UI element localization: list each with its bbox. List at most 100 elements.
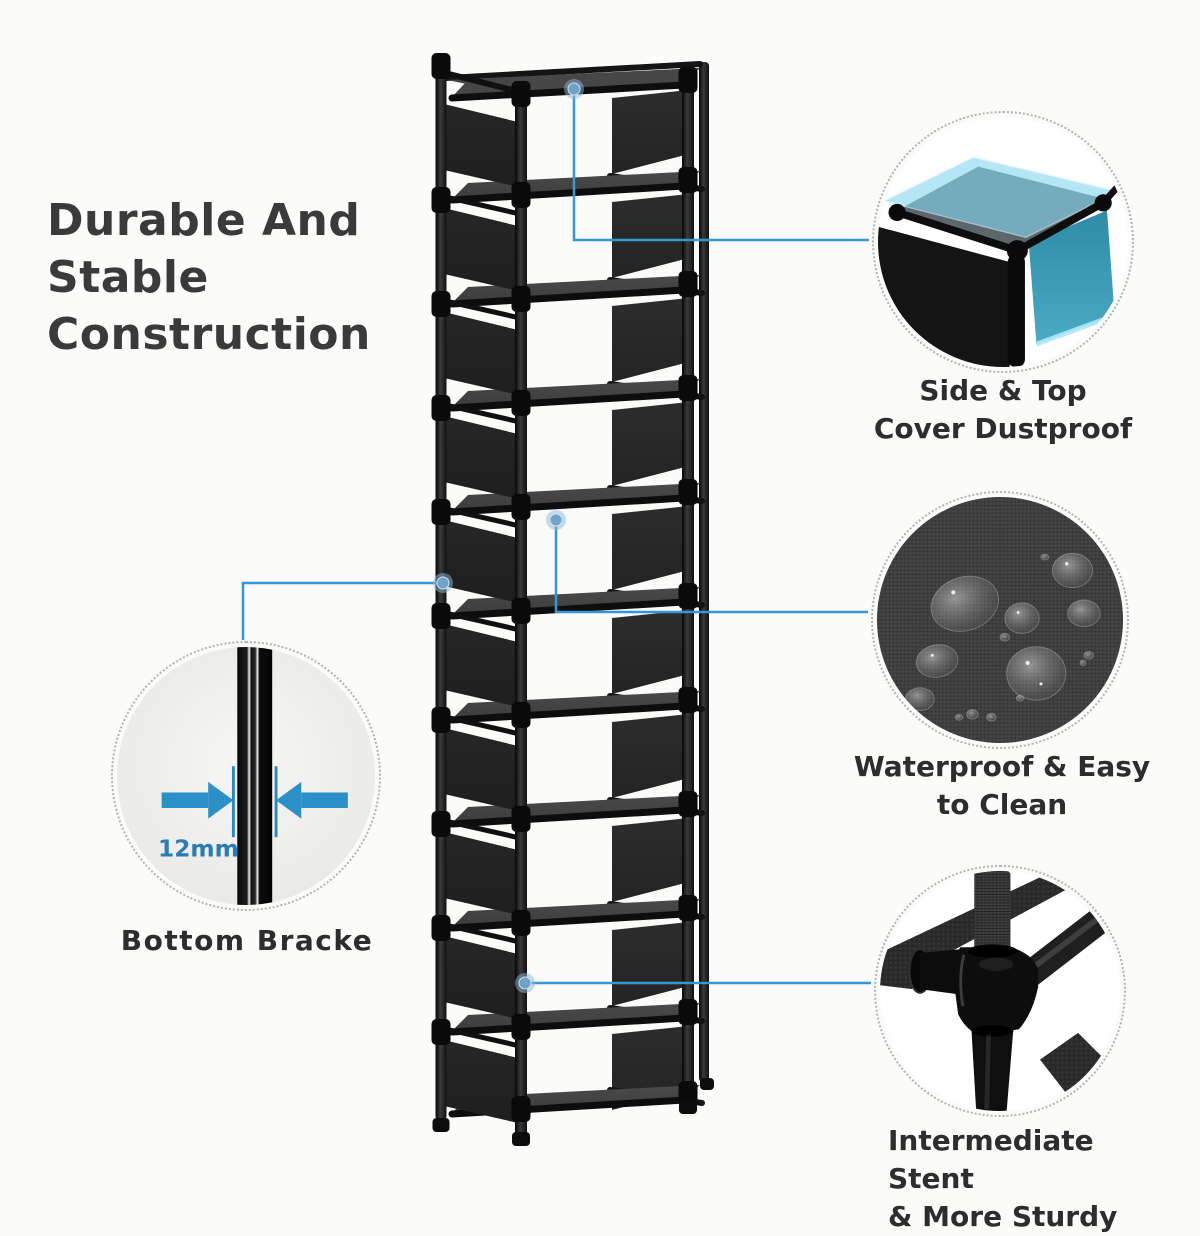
rack-top-rear-rail: [444, 61, 703, 81]
arrow-right-icon: [161, 781, 234, 819]
dimension-callout-label: Bottom Bracke: [120, 924, 374, 957]
rack-connector: [511, 81, 531, 107]
rack-connector: [511, 494, 531, 520]
rack-left-side-panel: [444, 832, 518, 915]
sleeve-highlight: [984, 1034, 991, 1110]
droplet-highlights: [930, 562, 1069, 686]
dimension-value: 12mm: [158, 836, 239, 863]
rack-left-side-panel: [444, 624, 518, 707]
callout-dot: [549, 513, 563, 527]
rack-side-rail: [438, 297, 523, 321]
rack-left-side-panel: [444, 104, 518, 187]
rack-connector: [678, 583, 698, 609]
connector-body: [954, 947, 1039, 1037]
rack-right-side-panel: [612, 90, 689, 174]
fabric-droplets-illustration: [877, 497, 1123, 743]
callout-label-dustproof: Side & Top Cover Dustproof: [857, 372, 1149, 448]
callout-label-waterproof: Waterproof & Easy to Clean: [852, 748, 1152, 824]
caption-line: Intermediate Stent: [888, 1124, 1094, 1196]
water-droplet: [1040, 553, 1050, 561]
rack-left-side-panel: [444, 312, 518, 395]
rack-connector: [511, 910, 531, 936]
caption-line: Side & Top: [919, 374, 1087, 407]
frame-connector-photo: [880, 871, 1120, 1111]
title-line-1: Durable And: [47, 195, 361, 246]
pole-diameter-photo: 12mm: [117, 647, 375, 905]
water-droplet: [1083, 650, 1094, 660]
front-left-tube: [893, 208, 1022, 255]
water-droplet: [966, 709, 979, 720]
rack-side-rail: [438, 193, 523, 217]
rack-shelf-front-tube: [448, 598, 688, 620]
connector-joint-illustration: [880, 871, 1120, 1111]
product-infographic: Durable And Stable Construction: [47, 53, 1152, 1233]
vertical-knurled-pole: [974, 871, 1011, 961]
rack-connector: [678, 67, 698, 93]
left-connector: [888, 203, 906, 222]
pole-diameter-illustration: 12mm: [117, 647, 375, 905]
water-droplet: [915, 644, 959, 678]
pole-photo: [237, 647, 273, 905]
rack-connector: [678, 271, 698, 297]
caption-line: to Clean: [936, 788, 1068, 822]
shoe-rack-product-image: [241, 53, 871, 1146]
callout-circle-dustproof: [872, 111, 1134, 373]
rack-foot: [679, 1100, 697, 1114]
rack-side-rail: [438, 401, 523, 425]
callout-line: [554, 520, 868, 614]
rack-connector: [678, 375, 698, 401]
rack-shelf-front-tube: [448, 910, 688, 932]
rack-connector: [678, 167, 698, 193]
rack-rear-right-pole: [699, 62, 709, 1082]
water-droplet: [1006, 646, 1067, 701]
dimension-callout-circle: 12mm: [111, 641, 381, 911]
caption-line: Cover Dustproof: [873, 412, 1133, 446]
water-droplet: [1004, 602, 1040, 634]
page-title: Durable And Stable Construction: [47, 192, 447, 364]
water-droplet: [905, 687, 935, 712]
water-droplet: [1079, 659, 1087, 667]
title-line-2: Stable: [47, 252, 209, 304]
rack-connector: [511, 598, 531, 624]
water-droplets: [905, 552, 1101, 722]
rack-connector: [511, 286, 531, 312]
rack-connector: [511, 390, 531, 416]
callout-dot: [436, 576, 450, 590]
shelf-corner-cover-illustration: [878, 117, 1128, 367]
rack-connector: [678, 895, 698, 921]
rack-side-rail: [438, 921, 523, 945]
connector-highlight: [959, 954, 966, 1007]
caption-line: & More Sturdy: [888, 1200, 1118, 1234]
rack-connector: [431, 707, 451, 733]
rack-connector: [678, 791, 698, 817]
rack-connector: [678, 999, 698, 1025]
rack-connector: [431, 915, 451, 941]
rack-left-side-panel: [444, 728, 518, 811]
water-droplet: [954, 713, 964, 721]
rack-left-side-panel: [444, 936, 518, 1019]
rack-shelf-front-tube: [448, 182, 688, 204]
water-droplet: [1051, 552, 1093, 589]
rack-side-rail: [438, 505, 523, 529]
rack-side-rail: [438, 1025, 523, 1049]
callout-circle-waterproof: [871, 491, 1129, 749]
callout-line: [241, 581, 443, 640]
rack-foot: [700, 1078, 714, 1090]
rack-left-side-panel: [444, 416, 518, 499]
connector-left-arm: [920, 949, 962, 995]
rack-foot: [512, 1132, 530, 1146]
rack-connector: [431, 499, 451, 525]
rack-side-rail: [438, 713, 523, 737]
rack-connector: [511, 1014, 531, 1040]
rack-side-rail: [438, 609, 523, 633]
rack-right-side-panel: [612, 714, 689, 798]
connector-top-ridge: [967, 944, 1018, 958]
rack-connector: [431, 603, 451, 629]
water-droplet: [986, 712, 997, 722]
right-connector: [1094, 194, 1112, 212]
rack-foot: [432, 1118, 450, 1132]
callout-circle-stent: [874, 865, 1126, 1117]
rack-connector: [431, 1019, 451, 1045]
title-line-3: Construction: [47, 309, 371, 361]
left-bar-segment: [880, 951, 913, 990]
